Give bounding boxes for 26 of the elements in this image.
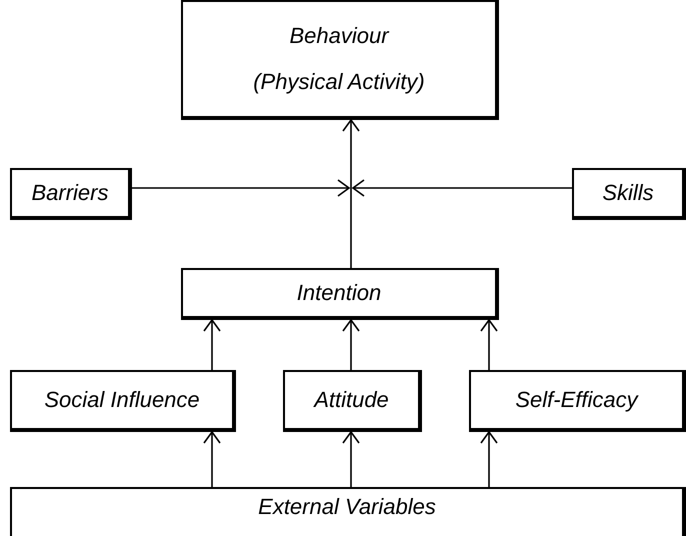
text-box <box>10 168 132 220</box>
arrow <box>132 179 350 197</box>
text-box <box>10 370 236 432</box>
arrow <box>480 431 498 487</box>
box-label: Skills <box>602 180 654 206</box>
arrow <box>480 319 498 370</box>
box-label: External Variables <box>258 495 436 520</box>
arrow <box>342 319 360 370</box>
text-box <box>283 370 422 432</box>
arrow <box>352 179 572 197</box>
arrow <box>342 119 360 268</box>
box-label: Social Influence <box>44 388 200 412</box>
box-label: Barriers <box>31 180 108 206</box>
arrow <box>203 319 221 370</box>
box-label: Attitude <box>314 388 389 412</box>
box-label: Behaviour <box>289 24 389 48</box>
text-box <box>572 168 686 220</box>
arrow <box>203 431 221 487</box>
text-box <box>181 0 499 120</box>
text-box <box>469 370 686 432</box>
text-box <box>10 487 686 536</box>
arrow <box>342 431 360 487</box>
text-box <box>181 268 499 320</box>
box-label: (Physical Activity) <box>253 70 425 94</box>
box-label: Self-Efficacy <box>515 388 638 412</box>
box-label: Intention <box>296 280 382 306</box>
